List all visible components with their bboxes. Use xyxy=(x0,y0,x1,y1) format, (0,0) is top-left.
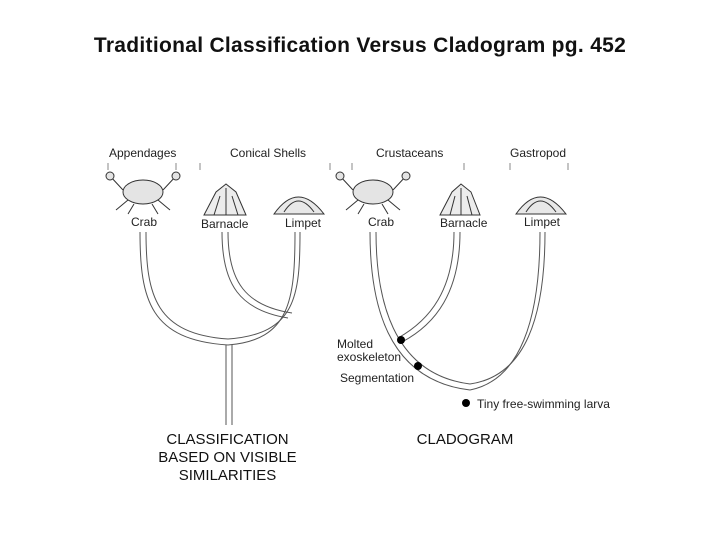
page-title: Traditional Classification Versus Cladog… xyxy=(93,34,627,57)
trait-label-larva: Tiny free-swimming larva xyxy=(477,397,610,411)
cladogram-tree xyxy=(369,231,546,391)
trait-label-molted-line-2: exoskeleton xyxy=(337,350,402,364)
group-label-gastropod: Gastropod xyxy=(510,146,567,160)
limpet-icon-left xyxy=(273,196,326,215)
trait-marker-larva xyxy=(462,399,470,407)
group-label-conical-shells: Conical Shells xyxy=(230,146,307,160)
trait-label-molted-exoskeleton: Molted exoskeleton xyxy=(337,338,401,364)
cladogram-caption: CLADOGRAM xyxy=(416,431,514,448)
crab-icon-right xyxy=(335,171,411,215)
trait-marker-segmentation xyxy=(414,362,422,370)
organism-label-crab-right: Crab xyxy=(368,215,395,229)
limpet-icon-right xyxy=(515,196,568,215)
organism-label-barnacle-left: Barnacle xyxy=(201,217,249,231)
classification-tree xyxy=(139,231,301,425)
group-label-appendages: Appendages xyxy=(109,146,177,160)
organism-label-crab-left: Crab xyxy=(131,215,158,229)
organism-label-limpet-left: Limpet xyxy=(285,216,322,230)
classification-caption-line-2: BASED ON VISIBLE xyxy=(158,449,297,466)
classification-caption-line-3: SIMILARITIES xyxy=(178,467,277,484)
group-ticks xyxy=(107,163,569,170)
trait-marker-molted-exoskeleton xyxy=(397,336,405,344)
classification-caption: CLASSIFICATION BASED ON VISIBLE SIMILARI… xyxy=(140,431,315,485)
barnacle-icon-right xyxy=(439,183,481,216)
organism-label-barnacle-right: Barnacle xyxy=(440,216,488,230)
group-label-crustaceans: Crustaceans xyxy=(376,146,444,160)
trait-label-molted-line-1: Molted xyxy=(337,337,374,351)
barnacle-icon-left xyxy=(203,183,247,216)
classification-caption-line-1: CLASSIFICATION xyxy=(166,431,289,448)
crab-icon-left xyxy=(105,171,181,215)
organism-label-limpet-right: Limpet xyxy=(524,215,561,229)
trait-label-segmentation: Segmentation xyxy=(340,371,415,385)
